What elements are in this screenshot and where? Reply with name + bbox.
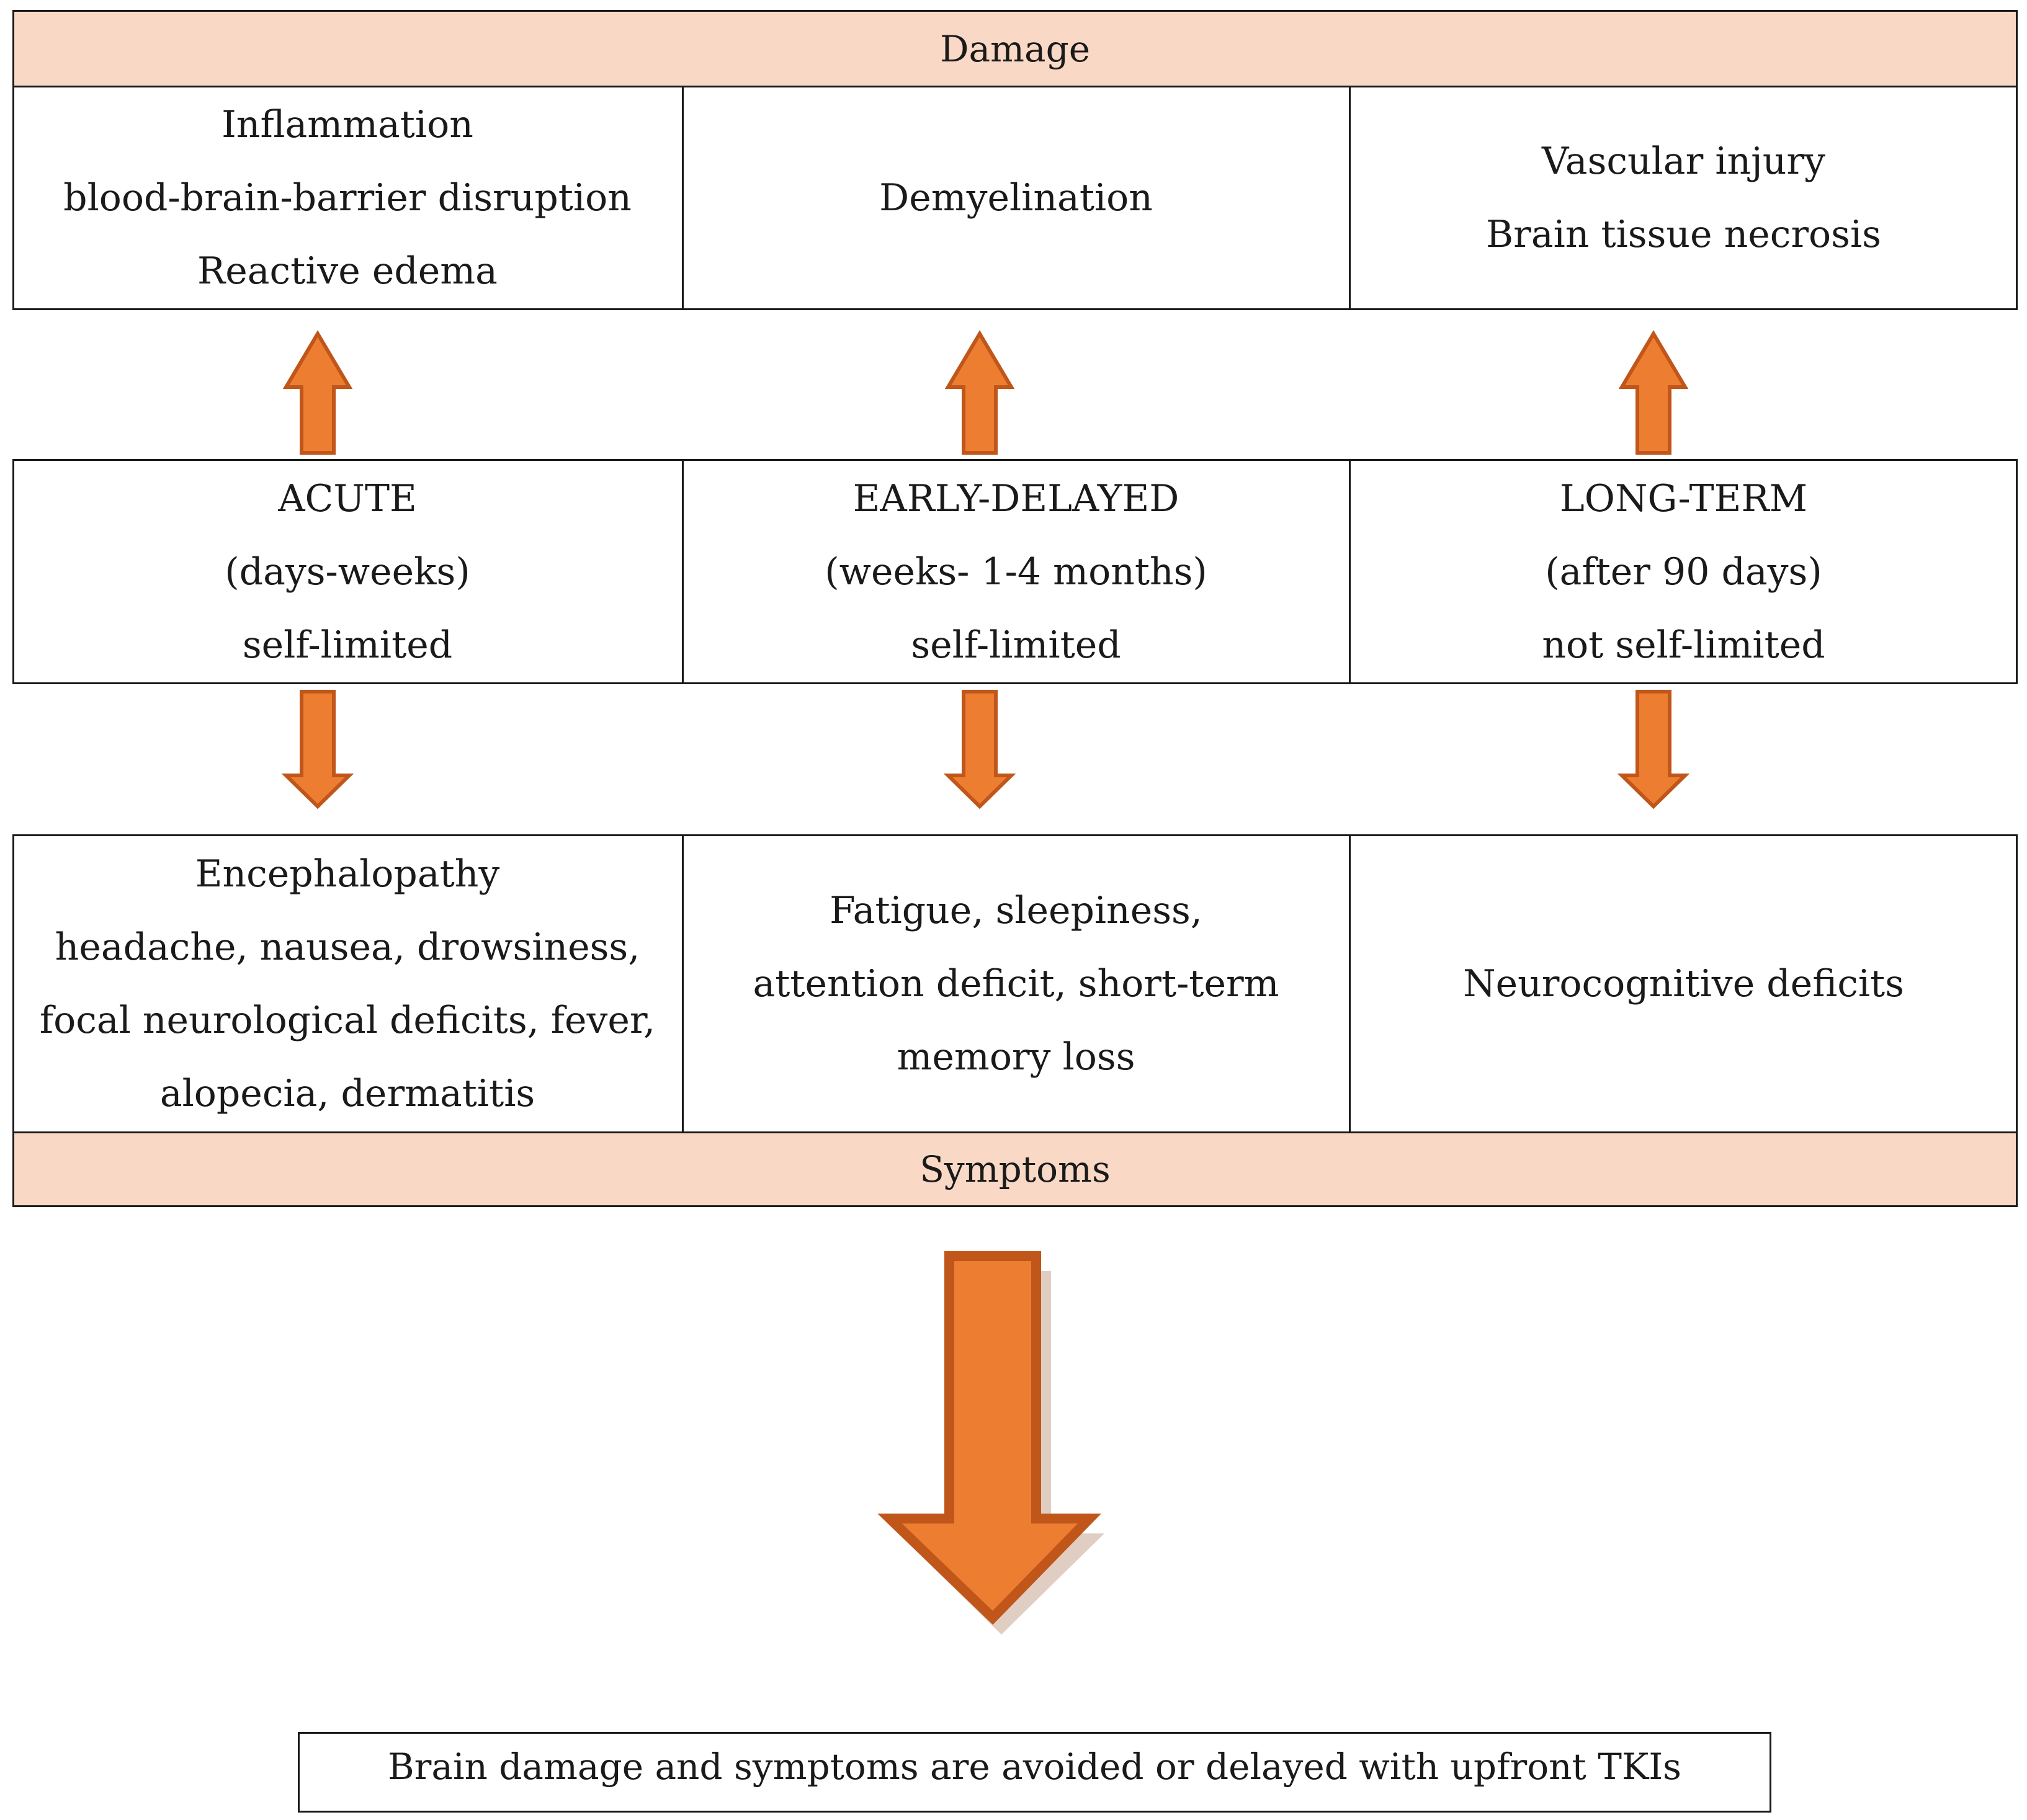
symptoms-row — [12, 834, 2018, 1133]
damage-early-line-1: Demyelination — [879, 176, 1153, 220]
symptoms-acute-line-1: Encephalopathy — [195, 852, 500, 896]
up-arrow-acute — [282, 330, 353, 455]
symptoms-divider-1 — [682, 834, 684, 1133]
up-arrow-early — [944, 330, 1015, 455]
phase-early-name: EARLY-DELAYED — [852, 476, 1179, 520]
phase-divider-2 — [1349, 459, 1351, 684]
damage-long-line-1: Vascular injury — [1541, 140, 1825, 183]
down-arrow-acute — [281, 690, 354, 810]
phase-long-name: LONG-TERM — [1559, 476, 1808, 520]
damage-header: Damage — [12, 10, 2018, 87]
big-down-arrow — [877, 1251, 1104, 1635]
down-arrow-long — [1617, 690, 1690, 810]
damage-divider-2 — [1349, 86, 1351, 310]
phase-long-duration: (after 90 days) — [1545, 550, 1822, 594]
phase-acute-duration: (days-weeks) — [225, 550, 470, 594]
damage-row — [12, 86, 2018, 310]
phase-acute-cell: ACUTE (days-weeks) self-limited — [12, 459, 682, 684]
phase-long-cell: LONG-TERM (after 90 days) not self-limit… — [1349, 459, 2018, 684]
phase-early-duration: (weeks- 1-4 months) — [825, 550, 1207, 594]
symptoms-title: Symptoms — [920, 1148, 1111, 1190]
damage-title: Damage — [939, 27, 1091, 70]
damage-divider-1 — [682, 86, 684, 310]
phase-early-course: self-limited — [911, 623, 1121, 667]
conclusion-box: Brain damage and symptoms are avoided or… — [298, 1732, 1771, 1813]
phase-early-cell: EARLY-DELAYED (weeks- 1-4 months) self-l… — [682, 459, 1349, 684]
phase-acute-name: ACUTE — [278, 476, 417, 520]
phase-divider-1 — [682, 459, 684, 684]
phase-row — [12, 459, 2018, 684]
phase-long-course: not self-limited — [1542, 623, 1825, 667]
damage-early-cell: Demyelination — [682, 86, 1349, 310]
phase-acute-course: self-limited — [242, 623, 453, 667]
damage-acute-line-1: Inflammation — [221, 103, 473, 146]
damage-acute-cell: Inflammation blood-brain-barrier disrupt… — [12, 86, 682, 310]
up-arrow-long — [1618, 330, 1689, 455]
symptoms-acute-line-4: alopecia, dermatitis — [159, 1072, 535, 1115]
symptoms-long-text: Neurocognitive deficits — [1463, 962, 1904, 1006]
damage-acute-line-3: Reactive edema — [197, 249, 498, 293]
damage-long-cell: Vascular injury Brain tissue necrosis — [1349, 86, 2018, 310]
conclusion-text: Brain damage and symptoms are avoided or… — [388, 1746, 1681, 1788]
symptoms-long-cell: Neurocognitive deficits — [1349, 834, 2018, 1133]
symptoms-acute-cell: Encephalopathy headache, nausea, drowsin… — [12, 834, 682, 1133]
symptoms-header: Symptoms — [12, 1131, 2018, 1207]
down-arrow-early — [943, 690, 1016, 810]
damage-long-line-2: Brain tissue necrosis — [1486, 213, 1881, 256]
symptoms-early-cell: Fatigue, sleepiness, attention deficit, … — [682, 834, 1349, 1133]
symptoms-acute-line-3: focal neurological deficits, fever, — [39, 999, 656, 1042]
symptoms-early-text: Fatigue, sleepiness, attention deficit, … — [753, 889, 1279, 1079]
damage-acute-line-2: blood-brain-barrier disruption — [63, 176, 632, 220]
symptoms-divider-2 — [1349, 834, 1351, 1133]
symptoms-acute-line-2: headache, nausea, drowsiness, — [55, 926, 640, 969]
